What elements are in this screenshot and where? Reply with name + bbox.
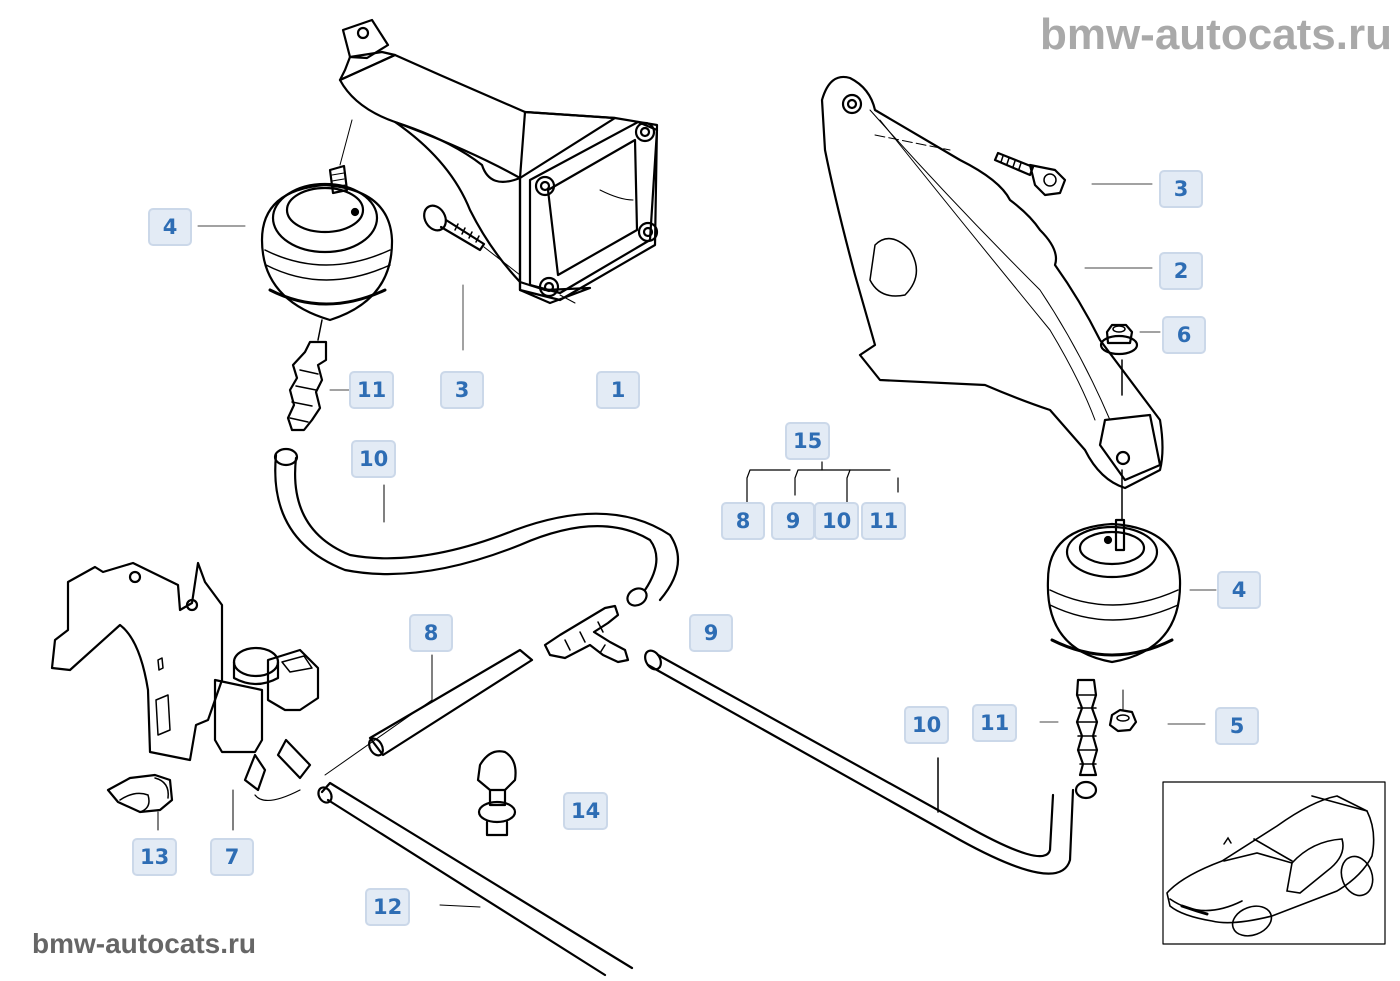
callout-part-15[interactable]: 15 <box>785 422 831 460</box>
part-engine-carrier-right <box>820 75 1164 490</box>
part-t-connector <box>543 604 630 664</box>
part-valve-bracket <box>50 561 320 831</box>
part-nut-5 <box>1108 689 1138 733</box>
part-nut-6 <box>1099 323 1139 521</box>
part-hose-8 <box>324 648 534 776</box>
part-engine-carrier-left <box>338 18 659 305</box>
part-connector-left <box>286 340 328 432</box>
callout-part-11-right[interactable]: 11 <box>972 704 1018 742</box>
callout-part-3-right[interactable]: 3 <box>1159 170 1203 208</box>
callout-part-7[interactable]: 7 <box>210 838 254 876</box>
watermark-top: bmw-autocats.ru <box>1039 10 1392 59</box>
part-mount-right <box>1046 518 1182 664</box>
callout-part-10-right[interactable]: 10 <box>904 706 950 744</box>
part-clip-13 <box>106 773 174 831</box>
callout-part-8-group[interactable]: 8 <box>721 502 765 540</box>
callout-part-10-group[interactable]: 10 <box>814 502 860 540</box>
callout-15-bracket <box>746 461 899 506</box>
callout-part-4-left[interactable]: 4 <box>148 208 192 246</box>
callout-part-13[interactable]: 13 <box>132 838 178 876</box>
part-bolt-left <box>423 204 521 276</box>
part-hose-12 <box>317 781 634 977</box>
callout-part-1[interactable]: 1 <box>596 371 640 409</box>
callout-part-4-right[interactable]: 4 <box>1217 571 1261 609</box>
part-connector-right <box>1075 678 1099 777</box>
callout-part-5[interactable]: 5 <box>1215 707 1259 745</box>
part-hose-10-right <box>644 649 1098 875</box>
callout-part-10-left[interactable]: 10 <box>351 440 397 478</box>
leader-lines <box>197 183 1217 725</box>
callout-part-12[interactable]: 12 <box>365 888 411 926</box>
callout-part-6[interactable]: 6 <box>1162 316 1206 354</box>
callout-part-14[interactable]: 14 <box>563 792 609 830</box>
callout-part-2[interactable]: 2 <box>1159 252 1203 290</box>
vehicle-inset <box>1162 781 1386 945</box>
part-grommet-14 <box>476 750 517 837</box>
watermark-bottom: bmw-autocats.ru <box>32 928 257 959</box>
part-bolt-right <box>993 151 1067 197</box>
callout-part-11-left[interactable]: 11 <box>349 371 395 409</box>
part-hose-10-left <box>273 447 680 607</box>
callout-part-9[interactable]: 9 <box>689 614 733 652</box>
callout-part-9-group[interactable]: 9 <box>771 502 815 540</box>
part-mount-left <box>260 119 394 341</box>
callout-part-3-left[interactable]: 3 <box>440 371 484 409</box>
sedan-outline-icon <box>1162 781 1386 945</box>
callout-part-8[interactable]: 8 <box>409 614 453 652</box>
callout-part-11-group[interactable]: 11 <box>861 502 907 540</box>
